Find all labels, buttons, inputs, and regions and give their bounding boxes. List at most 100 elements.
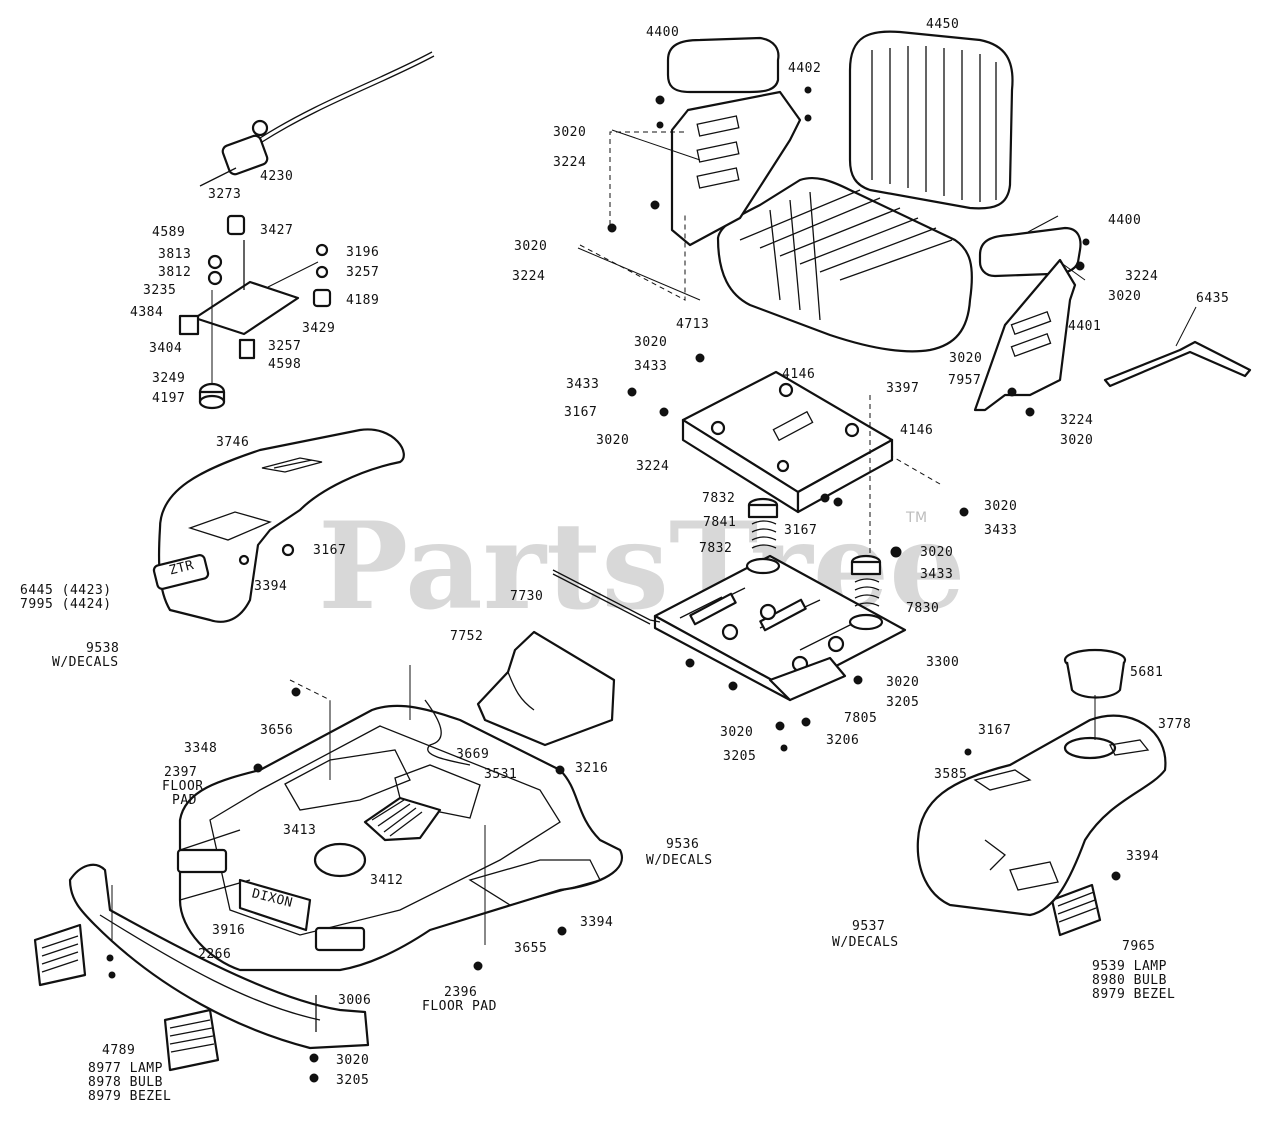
label-8977-lamp: 8977 LAMP bbox=[88, 1061, 163, 1076]
right-seat-bracket bbox=[973, 258, 1077, 412]
label-7830: 7830 bbox=[906, 601, 939, 616]
label-3433-d: 3433 bbox=[920, 567, 953, 582]
label-6435: 6435 bbox=[1196, 291, 1229, 306]
label-7841: 7841 bbox=[703, 515, 736, 530]
left-armrest bbox=[666, 36, 780, 94]
label-3167-c: 3167 bbox=[313, 543, 346, 558]
label-5681: 5681 bbox=[1130, 665, 1163, 680]
label-3412: 3412 bbox=[370, 873, 403, 888]
label-3224-e: 3020 bbox=[1060, 433, 1093, 448]
label-4197: 4197 bbox=[152, 391, 185, 406]
label-4589: 4589 bbox=[152, 225, 185, 240]
label-4146-a: 4146 bbox=[782, 367, 815, 382]
label-4598: 4598 bbox=[268, 357, 301, 372]
label-3656: 3656 bbox=[260, 723, 293, 738]
label-3020-a: 3020 bbox=[553, 125, 586, 140]
label-3020-h: 3020 bbox=[984, 499, 1017, 514]
label-3205-c: 3205 bbox=[336, 1073, 369, 1088]
label-3235: 3235 bbox=[143, 283, 176, 298]
label-3020-d: 3020 bbox=[634, 335, 667, 350]
label-2266: 2266 bbox=[198, 947, 231, 962]
label-4450: 4450 bbox=[926, 17, 959, 32]
label-7957: 4146 bbox=[900, 423, 933, 438]
label-2397-pad: PAD bbox=[172, 793, 197, 808]
label-4400-right: 4400 bbox=[1108, 213, 1141, 228]
label-9536: 9536 bbox=[666, 837, 699, 852]
label-3006: 3006 bbox=[338, 993, 371, 1008]
part-number-labels: 4400 4450 4402 3020 3224 4230 3273 4589 … bbox=[20, 17, 1229, 1104]
label-3224-b: 3224 bbox=[512, 269, 545, 284]
label-3020-j: 3020 bbox=[886, 675, 919, 690]
label-8980-bulb: 8980 BULB bbox=[1092, 973, 1167, 988]
label-3585: 3585 bbox=[934, 767, 967, 782]
right-headlamp-7965 bbox=[1050, 883, 1102, 937]
label-4713: 4713 bbox=[676, 317, 709, 332]
label-3205-b: 3205 bbox=[723, 749, 756, 764]
label-3167-d: 3167 bbox=[978, 723, 1011, 738]
label-3916: 3916 bbox=[212, 923, 245, 938]
label-3205-a: 3205 bbox=[886, 695, 919, 710]
label-8979-bezel-left: 8979 BEZEL bbox=[88, 1089, 171, 1104]
ztr-decal-text: ZTR bbox=[168, 558, 196, 579]
label-7730: 7730 bbox=[510, 589, 543, 604]
label-3020-i: 3020 bbox=[920, 545, 953, 560]
label-9538: 9538 bbox=[86, 641, 119, 656]
label-3348: 3348 bbox=[184, 741, 217, 756]
label-7995-4424: 7995 (4424) bbox=[20, 597, 112, 612]
seat-spring-left bbox=[745, 497, 781, 575]
label-8979-bezel-right: 8979 BEZEL bbox=[1092, 987, 1175, 1002]
label-3249: 3249 bbox=[152, 371, 185, 386]
label-2396: 2396 bbox=[444, 985, 477, 1000]
hardware-leaders bbox=[106, 86, 1121, 1083]
label-3394-c: 3394 bbox=[580, 915, 613, 930]
label-3813: 3813 bbox=[158, 247, 191, 262]
label-3216: 3216 bbox=[575, 761, 608, 776]
label-3257-b: 3257 bbox=[268, 339, 301, 354]
label-7965: 7965 bbox=[1122, 939, 1155, 954]
label-3257-a: 3257 bbox=[346, 265, 379, 280]
label-3020-g: 3224 bbox=[1060, 413, 1093, 428]
label-3778: 3778 bbox=[1158, 717, 1191, 732]
seat-pan bbox=[681, 370, 894, 514]
label-3020-k: 3020 bbox=[720, 725, 753, 740]
label-3394-b: 3394 bbox=[1126, 849, 1159, 864]
label-3020-f: 3433 bbox=[566, 377, 599, 392]
label-3196: 3196 bbox=[346, 245, 379, 260]
label-3020-c: 3020 bbox=[1108, 289, 1141, 304]
label-3273: 3273 bbox=[208, 187, 241, 202]
label-9536-decals: W/DECALS bbox=[646, 853, 713, 868]
left-fender-pod: ZTR bbox=[152, 428, 405, 623]
label-3224-c: 3224 bbox=[1125, 269, 1158, 284]
label-4384: 4384 bbox=[130, 305, 163, 320]
label-3394-a: 3394 bbox=[254, 579, 287, 594]
label-3433-a: 3433 bbox=[634, 359, 667, 374]
label-3429: 3429 bbox=[302, 321, 335, 336]
label-7832-b: 7832 bbox=[699, 541, 732, 556]
label-7832-a: 7832 bbox=[702, 491, 735, 506]
label-3404: 3404 bbox=[149, 341, 182, 356]
label-9539-lamp: 9539 LAMP bbox=[1092, 959, 1167, 974]
seat-spring-right bbox=[848, 554, 884, 631]
control-plate-assembly bbox=[178, 214, 332, 410]
label-4146-b: 3224 bbox=[636, 459, 669, 474]
label-3746: 3746 bbox=[216, 435, 249, 450]
seat-back bbox=[848, 30, 1014, 210]
right-fender-pod bbox=[916, 648, 1167, 917]
label-3224-d: 7957 bbox=[948, 373, 981, 388]
label-4400-left: 4400 bbox=[646, 25, 679, 40]
label-2397: 2397 bbox=[164, 765, 197, 780]
label-4789: 4789 bbox=[102, 1043, 135, 1058]
label-3413: 3413 bbox=[283, 823, 316, 838]
label-3300: 3300 bbox=[926, 655, 959, 670]
label-9538-decals: W/DECALS bbox=[52, 655, 119, 670]
left-seat-bracket bbox=[670, 90, 802, 247]
left-headlamp bbox=[33, 923, 87, 987]
label-3206: 3206 bbox=[826, 733, 859, 748]
watermark-trademark: TM bbox=[905, 510, 928, 526]
front-floor-frame: DIXON bbox=[176, 665, 623, 972]
label-3531: 3531 bbox=[484, 767, 517, 782]
label-4402: 4402 bbox=[788, 61, 821, 76]
seat-adjust-rod bbox=[552, 569, 661, 625]
label-2397-floor: FLOOR bbox=[162, 779, 204, 794]
